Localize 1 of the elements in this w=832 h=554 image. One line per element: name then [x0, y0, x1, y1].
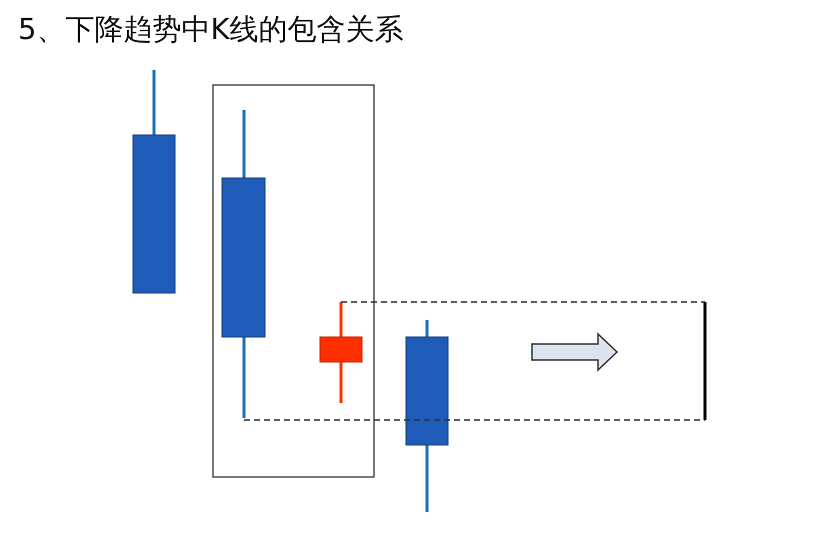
title: 5、下降趋势中K线的包含关系 [18, 11, 404, 48]
